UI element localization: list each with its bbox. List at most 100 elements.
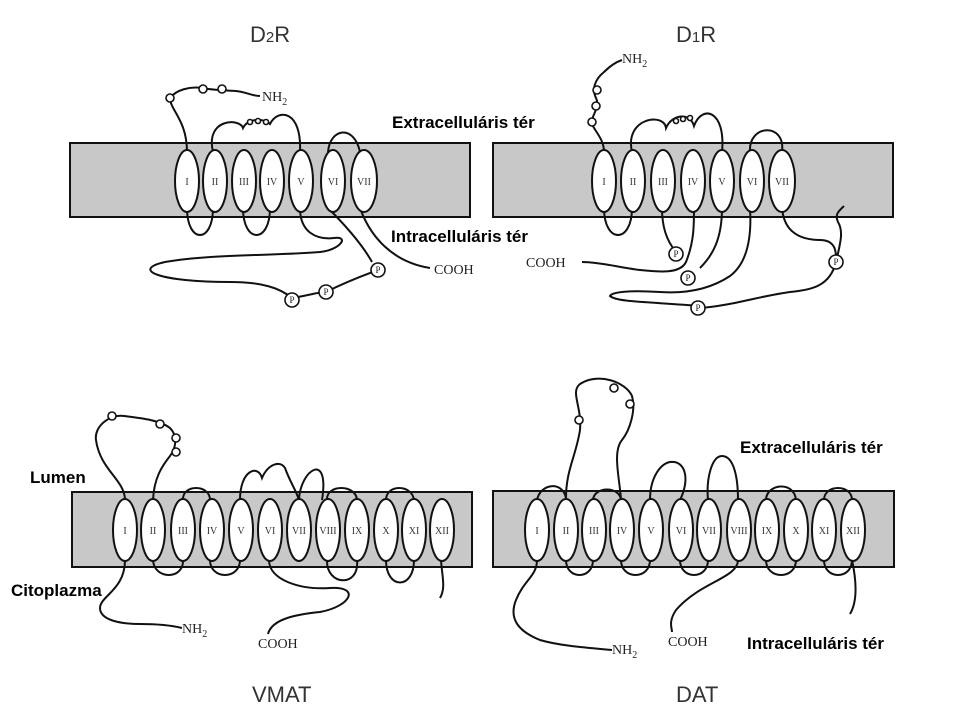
helix-label: VII [292, 526, 306, 537]
helix-label: VI [747, 177, 758, 188]
helix-label: I [535, 526, 538, 537]
d2r-panel: D2R I II III IV V VI VII NH2 COOH [69, 22, 474, 308]
helix-label: II [212, 177, 219, 188]
vmat-cooh-label: COOH [258, 637, 298, 652]
d1r-intracellular-loops [581, 205, 845, 309]
dat-cooh-label: COOH [668, 635, 708, 650]
d1r-nh2-label: NH2 [622, 52, 647, 70]
d2r-bead [246, 118, 254, 126]
d1r-bead [679, 115, 687, 123]
d1r-bead [686, 114, 694, 122]
helix-label: IV [267, 177, 278, 188]
svg-text:P: P [685, 273, 690, 283]
helix-label: XII [846, 526, 860, 537]
helix-label: XII [435, 526, 449, 537]
svg-text:P: P [673, 249, 678, 259]
helix-label: V [237, 526, 245, 537]
vmat-extracellular-loops [94, 414, 415, 501]
dat-extracellular-loops [536, 377, 853, 501]
d2r-bead [262, 118, 270, 126]
d1r-glycosylation-bead [592, 85, 602, 95]
helix-label: VII [702, 526, 716, 537]
d1r-cooh-label: COOH [526, 256, 566, 271]
helix-label: II [150, 526, 157, 537]
dat-helices: I II III IV V VI VII VIII IX X XI XII [524, 498, 866, 562]
helix-label: II [563, 526, 570, 537]
d2r-title: D2R [250, 22, 290, 47]
dat-glycosylation-bead [574, 415, 584, 425]
citoplazma-label: Citoplazma [11, 581, 102, 600]
dat-title: DAT [676, 682, 718, 707]
d2r-helices: I II III IV V VI VII [174, 149, 378, 213]
vmat-glycosylation-bead [171, 447, 181, 457]
helix-label: VII [357, 177, 371, 188]
helix-label: V [718, 177, 726, 188]
d1r-phosphate-sites: P P P P [668, 246, 844, 316]
vmat-title: VMAT [252, 682, 311, 707]
vmat-glycosylation-bead [171, 433, 181, 443]
d2r-cooh-label: COOH [434, 263, 474, 278]
extracellular-label-bottom: Extracelluláris tér [740, 438, 883, 457]
helix-label: VI [265, 526, 276, 537]
svg-text:P: P [289, 295, 294, 305]
helix-label: V [297, 177, 305, 188]
dat-glycosylation-bead [609, 383, 619, 393]
vmat-panel: I II III IV V VI VII VIII IX X XI XII NH… [71, 411, 473, 707]
vmat-glycosylation-bead [155, 419, 165, 429]
helix-label: IX [352, 526, 363, 537]
svg-text:P: P [323, 287, 328, 297]
helix-label: V [647, 526, 655, 537]
helix-label: IV [688, 177, 699, 188]
d1r-glycosylation-bead [587, 117, 597, 127]
extracellular-label-top: Extracelluláris tér [392, 113, 535, 132]
svg-text:P: P [695, 303, 700, 313]
svg-text:P: P [375, 265, 380, 275]
d2r-phosphate-sites: P P P [284, 262, 386, 308]
d2r-glycosylation-bead [165, 93, 175, 103]
lumen-label: Lumen [30, 468, 86, 487]
helix-label: VIII [319, 526, 336, 537]
helix-label: III [589, 526, 599, 537]
d2r-nh2-label: NH2 [262, 90, 287, 108]
helix-label: XI [819, 526, 830, 537]
d1r-title: D1R [676, 22, 716, 47]
d1r-helices: I II III IV V VI VII [591, 149, 796, 213]
dat-intracellular-loops [512, 559, 857, 651]
intracellular-label-top: Intracelluláris tér [391, 227, 528, 246]
d1r-nterm-chain [590, 59, 623, 153]
helix-label: I [123, 526, 126, 537]
helix-label: III [178, 526, 188, 537]
d2r-glycosylation-bead [198, 84, 208, 94]
helix-label: III [239, 177, 249, 188]
helix-label: VI [328, 177, 339, 188]
dat-nh2-label: NH2 [612, 643, 637, 661]
helix-label: VI [676, 526, 687, 537]
d2r-glycosylation-bead [217, 84, 227, 94]
dat-glycosylation-bead [625, 399, 635, 409]
helix-label: XI [409, 526, 420, 537]
helix-label: IX [762, 526, 773, 537]
helix-label: IV [207, 526, 218, 537]
vmat-glycosylation-bead [107, 411, 117, 421]
intracellular-label-bottom: Intracelluláris tér [747, 634, 884, 653]
helix-label: I [185, 177, 188, 188]
helix-label: III [658, 177, 668, 188]
vmat-helices: I II III IV V VI VII VIII IX X XI XII [112, 498, 455, 562]
helix-label: IV [617, 526, 628, 537]
dat-panel: I II III IV V VI VII VIII IX X XI XII NH… [492, 377, 895, 707]
helix-label: VII [775, 177, 789, 188]
helix-label: I [602, 177, 605, 188]
helix-label: X [382, 526, 390, 537]
helix-label: II [630, 177, 637, 188]
d1r-bead [672, 117, 680, 125]
vmat-nh2-label: NH2 [182, 622, 207, 640]
d1r-extracellular-loops [629, 112, 784, 153]
helix-label: VIII [730, 526, 747, 537]
d1r-glycosylation-bead [591, 101, 601, 111]
svg-text:P: P [833, 257, 838, 267]
vmat-intracellular-loops [98, 559, 445, 635]
d1r-panel: D1R I II III IV V VI VII NH2 COOH [492, 22, 894, 316]
d2r-bead [254, 117, 262, 125]
helix-label: X [792, 526, 800, 537]
